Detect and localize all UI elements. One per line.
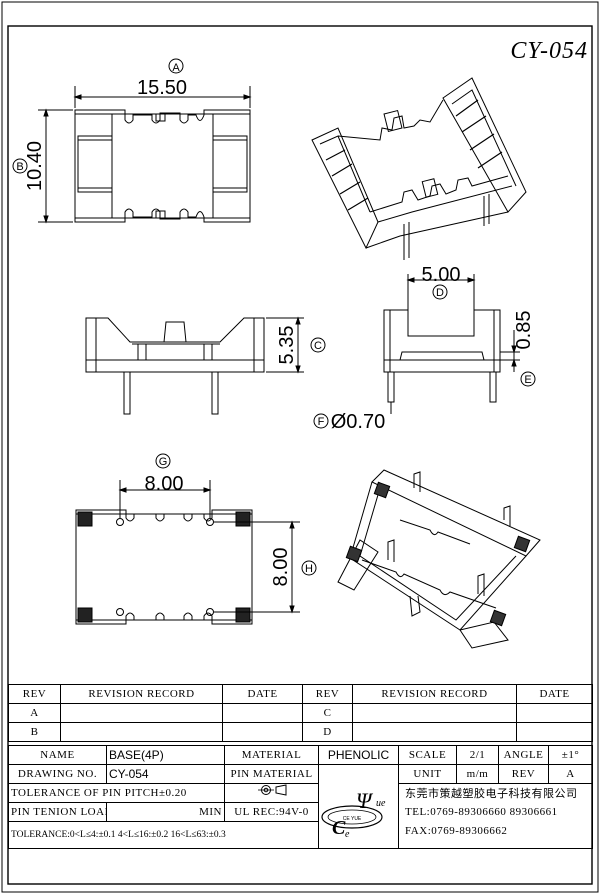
revision-table: REV REVISION RECORD DATE REV REVISION RE… — [8, 684, 593, 742]
ul-rec: UL REC:94V-0 — [224, 802, 319, 822]
dim-g-tag: G — [159, 456, 168, 468]
dim-f-tag: F — [318, 416, 325, 428]
rev-label: REV — [498, 764, 549, 784]
unit-label: UNIT — [398, 764, 457, 784]
pin-tension-min: MIN — [106, 802, 225, 822]
tolerance-ranges: TOLERANCE:0<L≤4:±0.1 4<L≤16:±0.2 16<L≤63… — [8, 821, 319, 849]
dim-d-value: 5.00 — [422, 264, 461, 286]
dim-a-value: 15.50 — [137, 77, 187, 99]
name-value: BASE(4P) — [106, 745, 225, 765]
dim-c-value: 5.35 — [276, 326, 298, 365]
dim-e-value: 0.85 — [513, 311, 535, 350]
dim-b-tag: B — [16, 161, 23, 173]
pin-tension-label: PIN TENION LOAD — [8, 802, 107, 822]
company-tel: TEL:0769-89306660 89306661 — [405, 806, 558, 818]
date-cell — [516, 703, 593, 723]
isometric-view-bottom — [337, 469, 541, 649]
logo-cell — [318, 764, 399, 849]
scale-label: SCALE — [398, 745, 457, 765]
projection-symbol-cell — [224, 783, 319, 803]
title-block: NAME BASE(4P) MATERIAL PHENOLIC SCALE 2/… — [8, 745, 593, 849]
revision-row: A C — [8, 703, 593, 723]
revision-record-cell — [352, 722, 517, 742]
tolerance-pin-pitch: TOLERANCE OF PIN PITCH±0.20 — [8, 783, 225, 803]
angle-value: ±1° — [548, 745, 593, 765]
date-cell — [222, 703, 303, 723]
drawing-no-label: DRAWING NO. — [8, 764, 107, 784]
side-view — [313, 274, 536, 429]
angle-label: ANGLE — [498, 745, 549, 765]
dim-f-value: Ø0.70 — [331, 411, 385, 433]
isometric-view-top — [311, 77, 527, 260]
rev-value: A — [548, 764, 593, 784]
company-info-cell: 东莞市策越塑胶电子科技有限公司 TEL:0769-89306660 893066… — [398, 783, 593, 849]
material-value: PHENOLIC — [318, 745, 399, 765]
drawing-code: CY-054 — [510, 38, 588, 64]
rev-cell: A — [8, 703, 61, 723]
scale-value: 2/1 — [456, 745, 499, 765]
revision-record-cell — [352, 703, 517, 723]
dim-d-tag: D — [436, 287, 444, 299]
unit-value: m/m — [456, 764, 499, 784]
dim-a-tag: A — [172, 62, 180, 74]
bottom-view — [75, 453, 317, 625]
rev-header: REV — [302, 684, 353, 704]
material-label: MATERIAL — [224, 745, 319, 765]
revision-record-header: REVISION RECORD — [60, 684, 223, 704]
projection-symbol-icon — [257, 784, 286, 796]
date-cell — [222, 722, 303, 742]
company-name: 东莞市策越塑胶电子科技有限公司 — [405, 787, 578, 800]
top-view — [12, 58, 252, 224]
rev-cell: D — [302, 722, 353, 742]
rev-header: REV — [8, 684, 61, 704]
revision-header-row: REV REVISION RECORD DATE REV REVISION RE… — [8, 684, 593, 704]
revision-row: B D — [8, 722, 593, 742]
name-label: NAME — [8, 745, 107, 765]
revision-record-cell — [60, 722, 223, 742]
dim-c-tag: C — [314, 340, 322, 352]
rev-cell: B — [8, 722, 61, 742]
revision-record-cell — [60, 703, 223, 723]
front-view — [85, 316, 326, 415]
dim-e-tag: E — [524, 374, 531, 386]
drawing-no-value: CY-054 — [106, 764, 225, 784]
company-fax: FAX:0769-89306662 — [405, 825, 508, 837]
inner-border — [7, 25, 593, 885]
dim-h-value: 8.00 — [270, 548, 292, 587]
dim-h-tag: H — [305, 563, 313, 575]
dim-g-value: 8.00 — [145, 473, 184, 495]
date-header: DATE — [516, 684, 593, 704]
rev-cell: C — [302, 703, 353, 723]
dim-b-value: 10.40 — [24, 141, 46, 191]
date-header: DATE — [222, 684, 303, 704]
revision-record-header: REVISION RECORD — [352, 684, 517, 704]
date-cell — [516, 722, 593, 742]
pin-material-label: PIN MATERIAL — [224, 764, 319, 784]
